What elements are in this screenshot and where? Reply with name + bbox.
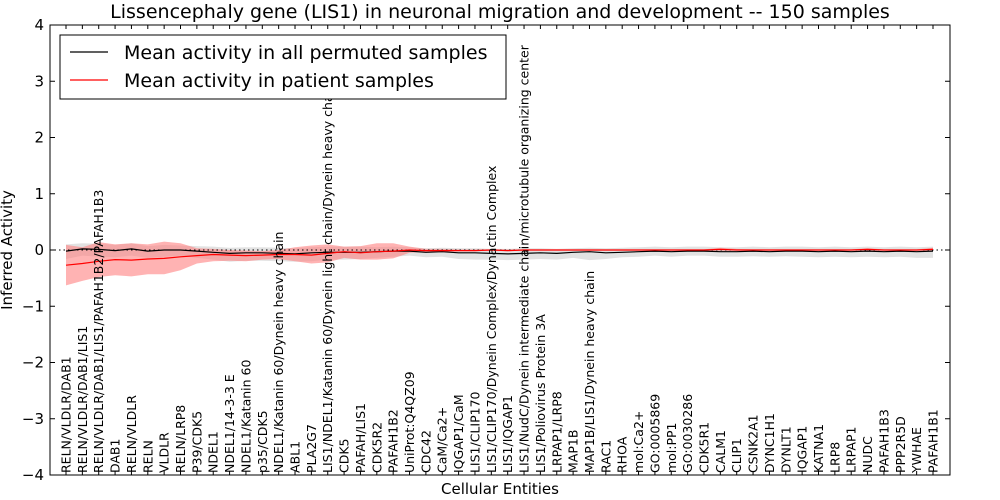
line-permuted-mean bbox=[65, 248, 934, 255]
xtick-label: LRPAP1/LRP8 bbox=[549, 391, 564, 473]
xtick-label: MAP1B bbox=[566, 430, 581, 473]
xtick-label: MAP1B/LIS1/Dynein heavy chain bbox=[582, 271, 597, 473]
xtick-label: NUDC bbox=[860, 436, 875, 473]
xtick-label: LIS1/CLIP170 bbox=[468, 391, 483, 473]
ytick-label: 4 bbox=[34, 16, 44, 34]
xtick-label: ABL1 bbox=[288, 441, 303, 473]
xtick-label: mol:Ca2+ bbox=[631, 411, 646, 473]
xtick-label: LRP8 bbox=[827, 442, 842, 473]
legend-label-patient: Mean activity in patient samples bbox=[124, 70, 434, 92]
xtick-label: PPP2R5D bbox=[893, 416, 908, 473]
xtick-label: RELN/VLDLR bbox=[124, 395, 139, 473]
xtick-label: KATNA1 bbox=[811, 424, 826, 473]
xtick-label: GO:0005869 bbox=[647, 394, 662, 473]
xtick-label: RELN/VLDLR/DAB1/LIS1 bbox=[75, 326, 90, 473]
xtick-label: CDK5R1 bbox=[697, 422, 712, 473]
xtick-label: NDEL1 bbox=[206, 431, 221, 473]
xtick-label: RHOA bbox=[615, 436, 630, 473]
xtick-label: RELN/LRP8 bbox=[173, 405, 188, 473]
xtick-label: CALM1 bbox=[713, 430, 728, 473]
ytick-label: −4 bbox=[22, 466, 44, 484]
xtick-label: LIS1/NDEL1/Katanin 60/Dynein light chain… bbox=[320, 83, 335, 473]
xtick-label: LIS1/CLIP170/Dynein Complex/Dynactin Com… bbox=[484, 166, 499, 473]
x-axis-label: Cellular Entities bbox=[441, 480, 559, 498]
xtick-label: DAB1 bbox=[108, 439, 123, 474]
xtick-label: RAC1 bbox=[598, 440, 613, 473]
confidence-bands bbox=[66, 241, 933, 286]
line-patient-mean bbox=[65, 248, 934, 266]
legend-label-permuted: Mean activity in all permuted samples bbox=[124, 42, 487, 64]
series-lines bbox=[65, 248, 934, 266]
xtick-label: CLIP1 bbox=[729, 438, 744, 473]
xtick-label: NDEL1/14-3-3 E bbox=[222, 374, 237, 473]
ytick-label: −3 bbox=[22, 410, 44, 428]
xtick-label: UniProt:Q4QZ09 bbox=[402, 371, 417, 473]
ytick-label: 0 bbox=[34, 241, 44, 259]
xtick-label: CDK5 bbox=[337, 438, 352, 473]
band-patient bbox=[66, 241, 933, 286]
xtick-label: CaM/Ca2+ bbox=[435, 407, 450, 473]
xtick-label: PLA2G7 bbox=[304, 424, 319, 473]
y-axis-ticks: −4 −3 −2 −1 0 1 2 3 4 bbox=[22, 16, 950, 484]
legend: Mean activity in all permuted samples Me… bbox=[59, 34, 507, 100]
xtick-label: NDEL1/Katanin 60/Dynein heavy chain bbox=[271, 232, 286, 474]
ytick-label: −1 bbox=[22, 297, 44, 315]
xtick-label: LIS1/NudC/Dynein intermediate chain/micr… bbox=[517, 44, 532, 473]
ytick-label: 3 bbox=[34, 72, 44, 90]
xtick-label: mol:PP1 bbox=[664, 422, 679, 473]
xtick-label: IQGAP1 bbox=[795, 426, 810, 473]
xtick-label: PAFAH1B2 bbox=[386, 409, 401, 473]
xtick-label: P39/CDK5 bbox=[189, 411, 204, 473]
xtick-label: DYNLT1 bbox=[778, 426, 793, 473]
xtick-label: RELN/VLDLR/DAB1/LIS1/PAFAH1B2/PAFAH1B3 bbox=[91, 190, 106, 473]
xtick-label: RELN bbox=[140, 440, 155, 473]
xtick-label: NDEL1/Katanin 60 bbox=[238, 360, 253, 473]
xtick-label: LRPAP1 bbox=[844, 427, 859, 473]
xtick-label: PAFAH1B3 bbox=[876, 409, 891, 473]
xtick-label: CDC42 bbox=[418, 430, 433, 473]
xtick-label: LIS1/IQGAP1 bbox=[500, 395, 515, 473]
xtick-label: YWHAE bbox=[909, 427, 924, 474]
xtick-label: p35/CDK5 bbox=[255, 410, 270, 473]
xtick-label: GO:0030286 bbox=[680, 394, 695, 473]
ytick-label: 2 bbox=[34, 129, 44, 147]
xtick-label: IQGAP1/CaM bbox=[451, 394, 466, 473]
y-axis-label: Inferred Activity bbox=[0, 190, 16, 310]
ytick-label: 1 bbox=[34, 185, 44, 203]
xtick-label: VLDLR bbox=[157, 432, 172, 473]
xtick-label: DYNC1H1 bbox=[762, 413, 777, 473]
xtick-label: CSNK2A1 bbox=[746, 414, 761, 473]
xtick-label: PAFAH1B1 bbox=[926, 409, 941, 473]
xtick-label: CDK5R2 bbox=[369, 422, 384, 473]
legend-box bbox=[59, 34, 507, 100]
xtick-label: RELN/VLDLR/DAB1 bbox=[59, 356, 74, 473]
xtick-label: PAFAH/LIS1 bbox=[353, 403, 368, 473]
chart-title: Lissencephaly gene (LIS1) in neuronal mi… bbox=[110, 1, 890, 23]
ytick-label: −2 bbox=[22, 354, 44, 372]
xtick-label: LIS1/Poliovirus Protein 3A bbox=[533, 314, 548, 473]
